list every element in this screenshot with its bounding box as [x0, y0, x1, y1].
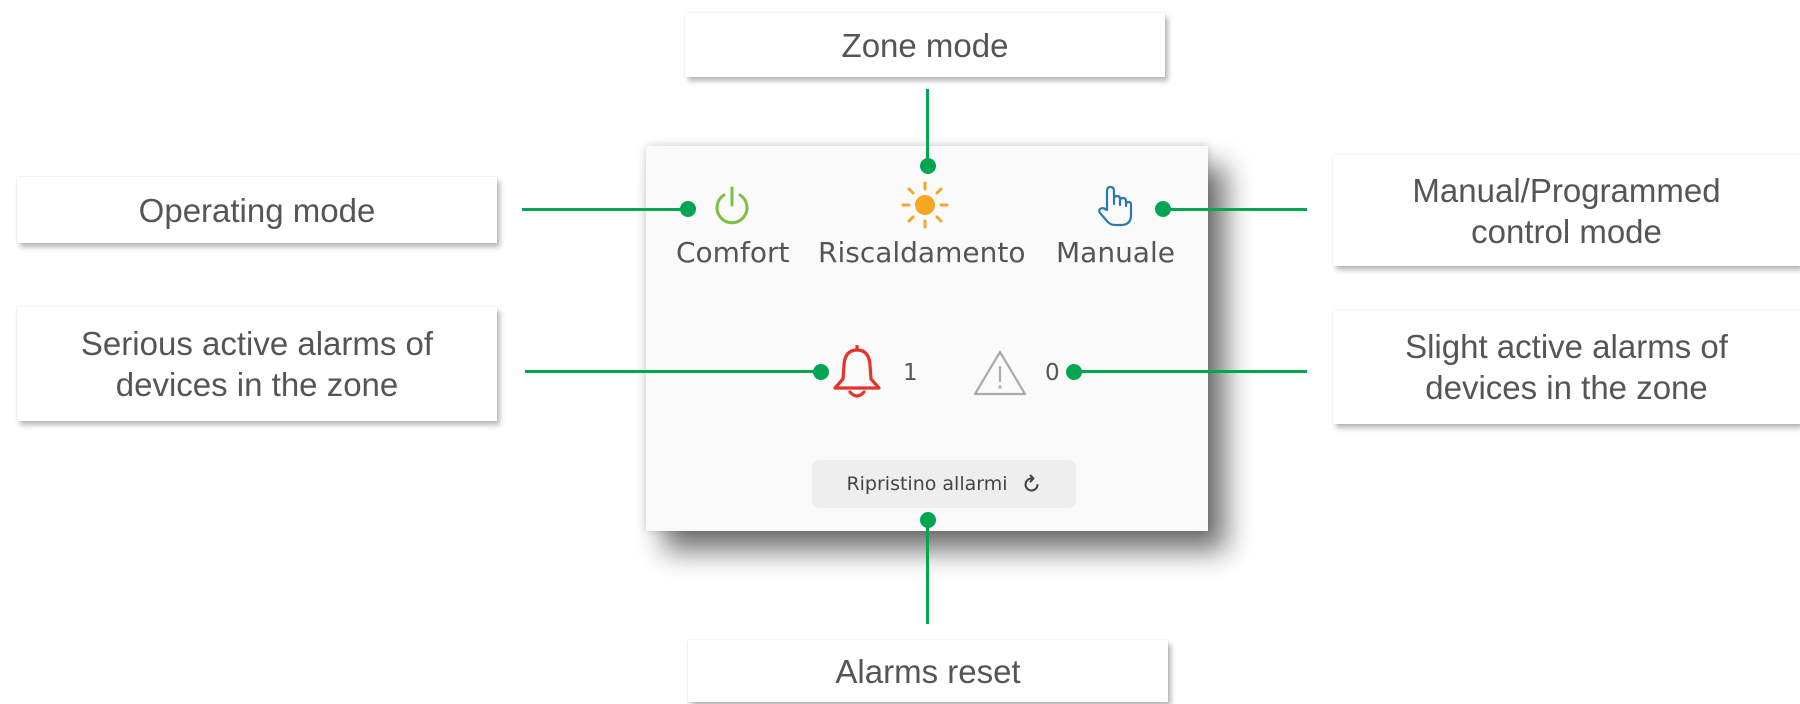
callout-alarms-reset-text: Alarms reset [835, 652, 1021, 690]
alarms-reset-button[interactable]: Ripristino allarmi [812, 460, 1076, 508]
connector-dot-alarms-reset [920, 512, 936, 528]
callout-alarms-reset: Alarms reset [688, 640, 1168, 702]
connector-zone-mode [926, 89, 929, 163]
connector-operating-mode [522, 208, 686, 211]
connector-serious-alarms [525, 370, 821, 373]
sun-icon[interactable] [900, 180, 950, 230]
power-icon[interactable] [712, 184, 752, 228]
callout-control-mode-line1: Manual/Programmed [1412, 171, 1721, 209]
callout-slight-alarms-line1: Slight active alarms of [1405, 328, 1728, 365]
hand-pointer-icon[interactable] [1094, 184, 1134, 228]
callout-control-mode: Manual/Programmed control mode [1333, 155, 1800, 266]
connector-dot-operating-mode [680, 201, 696, 217]
callout-zone-mode: Zone mode [685, 13, 1165, 77]
callout-serious-alarms-line1: Serious active alarms of [80, 325, 434, 362]
refresh-icon [1024, 474, 1039, 492]
callout-control-mode-line2: control mode [1471, 212, 1662, 250]
warning-triangle-icon[interactable] [972, 348, 1028, 398]
connector-slight-alarms [1080, 370, 1307, 373]
alarms-reset-label: Ripristino allarmi [846, 473, 1008, 495]
connector-dot-zone-mode [920, 158, 936, 174]
slight-alarms-count: 0 [1045, 360, 1060, 386]
callout-zone-mode-text: Zone mode [841, 26, 1009, 64]
serious-alarms-count: 1 [903, 360, 918, 386]
control-mode-label[interactable]: Manuale [1056, 236, 1175, 269]
callout-slight-alarms-line2: devices in the zone [1425, 369, 1708, 406]
bell-icon[interactable] [828, 345, 886, 401]
callout-operating-mode-text: Operating mode [138, 191, 376, 229]
operating-mode-label[interactable]: Comfort [676, 236, 790, 269]
callout-operating-mode: Operating mode [17, 177, 497, 243]
connector-alarms-reset [926, 524, 929, 624]
callout-serious-alarms-line2: devices in the zone [115, 366, 399, 403]
connector-control-mode [1170, 208, 1307, 211]
connector-dot-control-mode [1155, 201, 1171, 217]
zone-mode-label[interactable]: Riscaldamento [818, 236, 1026, 269]
connector-dot-slight-alarms [1066, 364, 1082, 380]
callout-slight-alarms: Slight active alarms of devices in the z… [1333, 310, 1800, 424]
callout-serious-alarms: Serious active alarms of devices in the … [17, 307, 497, 421]
connector-dot-serious-alarms [813, 364, 829, 380]
